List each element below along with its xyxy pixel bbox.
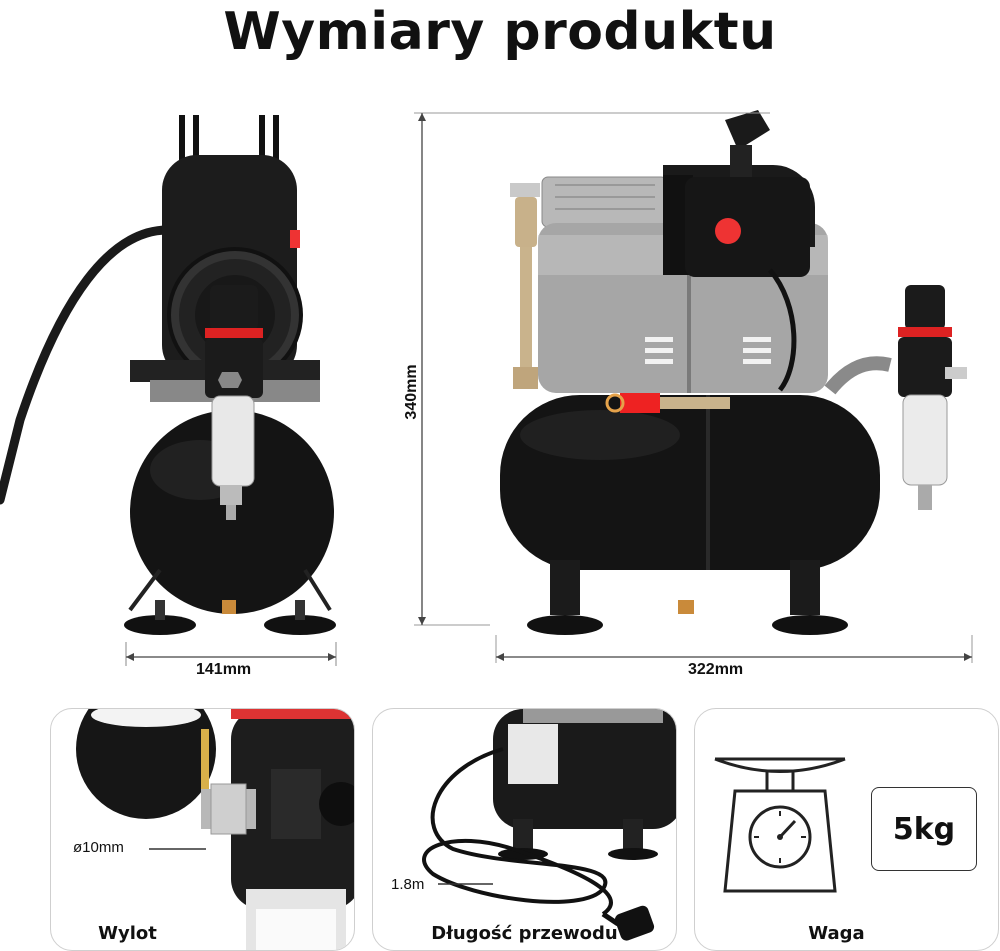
front-width-dimension-line xyxy=(495,635,973,663)
cord-length-label: 1.8m xyxy=(391,876,425,893)
outlet-caption: Wylot xyxy=(98,923,157,944)
scale-icon xyxy=(714,757,846,893)
outlet-diameter-label: ø10mm xyxy=(73,839,124,856)
weight-badge: 5kg xyxy=(871,787,977,871)
compressor-side-view xyxy=(0,115,336,635)
height-dimension-line xyxy=(414,112,770,626)
page-title: Wymiary produktu xyxy=(223,2,777,62)
cord-closeup-image xyxy=(422,709,676,941)
weight-caption: Waga xyxy=(808,923,865,944)
outlet-panel: ø10mm Wylot xyxy=(50,708,355,951)
cord-length-caption: Długość przewodu xyxy=(431,923,618,944)
side-width-label: 141mm xyxy=(196,661,252,678)
weight-value: 5kg xyxy=(892,811,956,847)
height-label: 340mm xyxy=(403,364,420,420)
side-width-dimension-line xyxy=(125,642,337,666)
compressor-front-view xyxy=(500,110,967,635)
front-width-label: 322mm xyxy=(688,661,744,678)
outlet-closeup-image xyxy=(76,709,354,950)
cord-length-panel: 1.8m Długość przewodu xyxy=(372,708,677,951)
weight-panel: 5kg Waga xyxy=(694,708,999,951)
